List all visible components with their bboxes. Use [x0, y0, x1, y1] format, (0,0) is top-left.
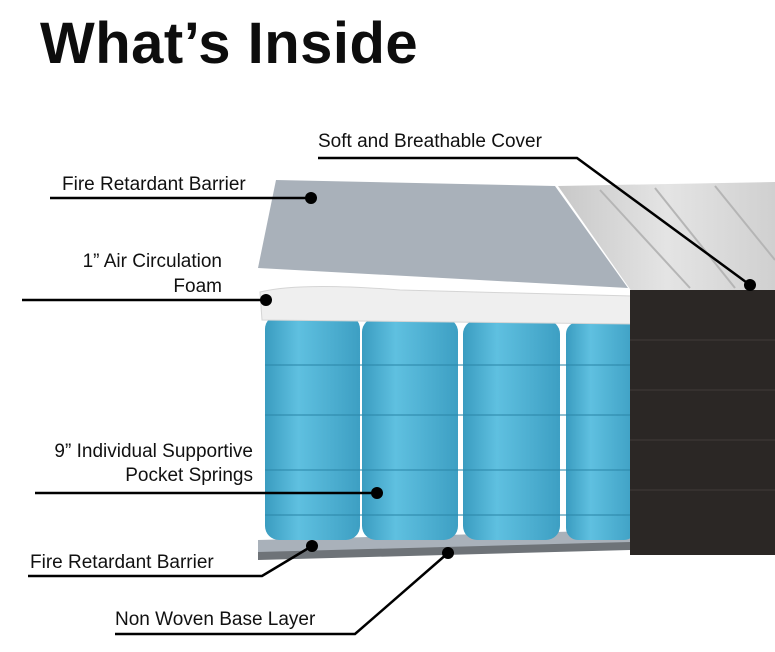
springs-marker-dot: [371, 487, 383, 499]
spring-coil: [265, 315, 360, 540]
cover-marker-dot: [744, 279, 756, 291]
page-title: What’s Inside: [40, 11, 419, 76]
label-foam-line2: Foam: [173, 276, 222, 297]
fire-bottom-marker-dot: [306, 540, 318, 552]
pocket-springs: [265, 315, 636, 540]
label-fire-barrier-bottom: Fire Retardant Barrier: [30, 552, 214, 573]
label-fire-barrier-top: Fire Retardant Barrier: [62, 174, 246, 195]
fire-top-marker-dot: [305, 192, 317, 204]
base-marker-dot: [442, 547, 454, 559]
callout-lines: [22, 156, 751, 636]
label-springs-line1: 9” Individual Supportive: [54, 441, 253, 462]
spring-coil: [463, 320, 560, 540]
air-circulation-foam: [259, 285, 633, 325]
mattress-side: [630, 290, 775, 555]
spring-coil: [362, 318, 458, 540]
label-foam-line1: 1” Air Circulation: [82, 251, 222, 272]
label-springs-line2: Pocket Springs: [125, 465, 253, 486]
label-base-layer: Non Woven Base Layer: [115, 609, 316, 630]
spring-coil: [566, 322, 636, 540]
label-cover: Soft and Breathable Cover: [318, 131, 542, 152]
foam-marker-dot: [260, 294, 272, 306]
fire-retardant-barrier-top: [258, 180, 628, 288]
